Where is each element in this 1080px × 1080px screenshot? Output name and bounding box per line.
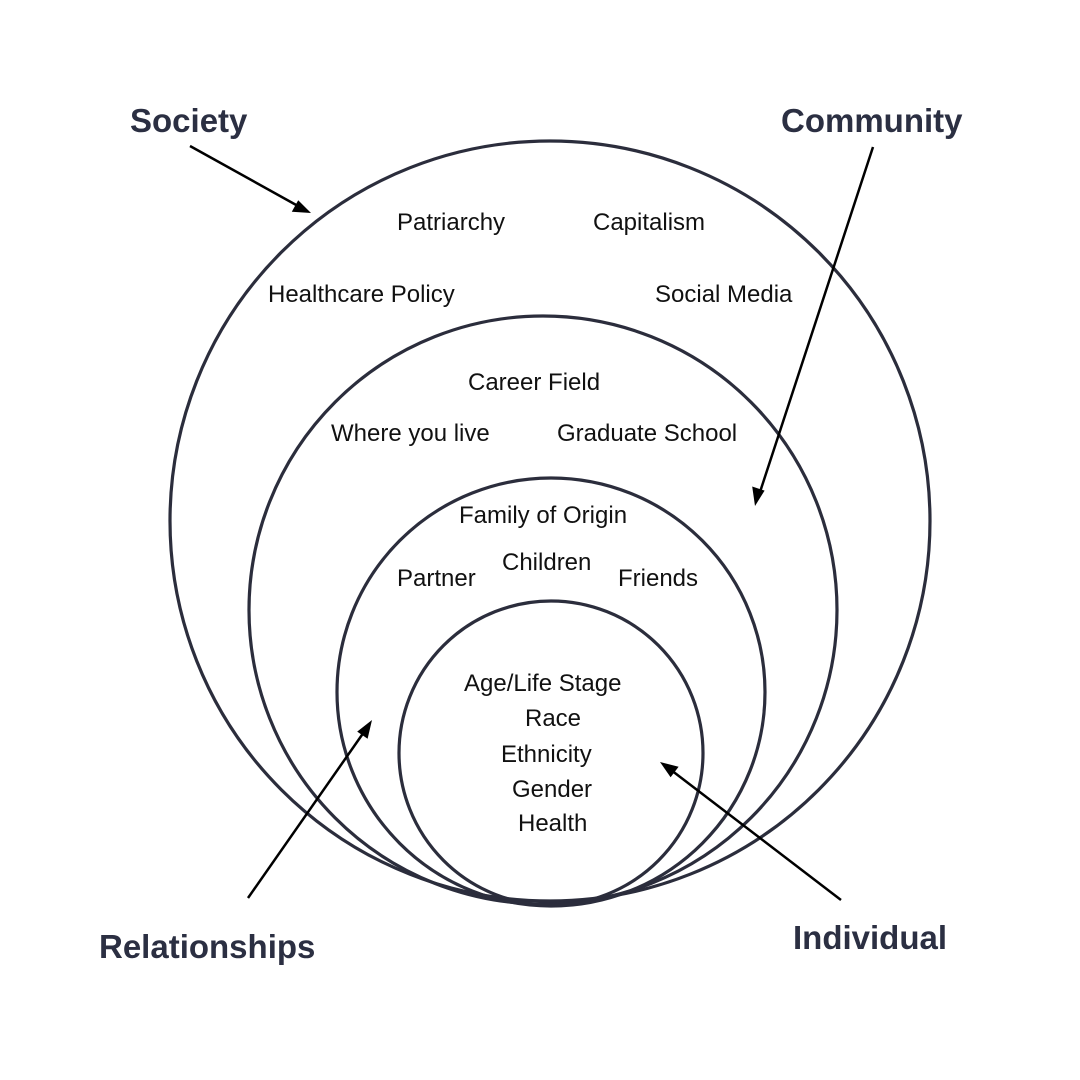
individual-label: Individual (793, 919, 947, 956)
relationship-item: Friends (618, 565, 698, 592)
individual-item: Race (525, 705, 581, 732)
relationship-item: Family of Origin (459, 502, 627, 529)
individual-item: Health (518, 810, 587, 837)
relationship-item: Partner (397, 565, 476, 592)
society-arrow (189, 144, 311, 213)
community-label: Community (781, 102, 963, 139)
individual-ring (397, 599, 705, 907)
community-item: Career Field (468, 369, 600, 396)
society-item: Patriarchy (397, 209, 505, 236)
individual-item: Ethnicity (501, 741, 592, 768)
society-item: Healthcare Policy (268, 281, 455, 308)
individual-item: Age/Life Stage (464, 670, 621, 697)
relationships-arrow (246, 720, 372, 899)
society-item: Capitalism (593, 209, 705, 236)
society-label: Society (130, 102, 248, 139)
relationship-item: Children (502, 549, 591, 576)
community-item: Where you live (331, 420, 490, 447)
community-arrow (752, 146, 875, 506)
society-ring (168, 139, 932, 903)
society-item: Social Media (655, 281, 793, 308)
community-item: Graduate School (557, 420, 737, 447)
individual-arrow (660, 762, 842, 901)
relationships-label: Relationships (99, 928, 315, 965)
individual-item: Gender (512, 776, 592, 803)
